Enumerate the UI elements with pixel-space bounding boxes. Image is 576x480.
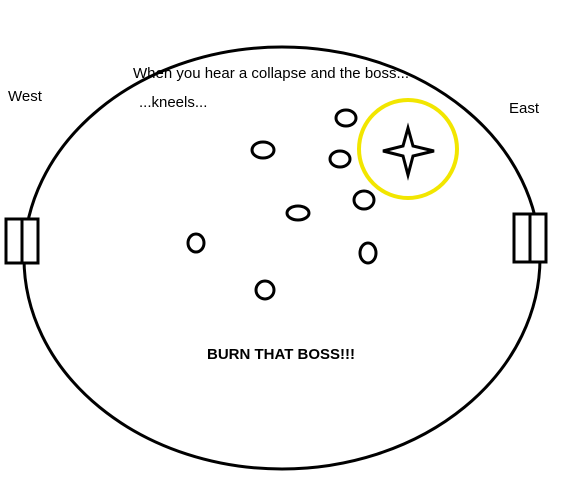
player-oval-icon: [254, 279, 276, 301]
arena-floor: [22, 45, 542, 471]
caption-line-1: When you hear a collapse and the boss...: [133, 65, 409, 82]
player-oval-icon: [250, 140, 276, 160]
four-point-star-icon: [382, 122, 435, 181]
west-door-icon: [4, 217, 40, 265]
caption-line-2: ...kneels...: [139, 94, 207, 111]
player-oval-icon: [352, 189, 376, 211]
player-oval-icon: [186, 232, 206, 254]
player-oval-icon: [285, 204, 311, 222]
player-oval-icon: [328, 149, 352, 169]
boss-highlight-ring: [357, 98, 459, 200]
burn-callout: BURN THAT BOSS!!!: [207, 346, 355, 363]
player-oval-icon: [334, 108, 358, 128]
east-label: East: [509, 100, 540, 117]
east-door-icon: [512, 212, 548, 264]
player-markers: [186, 108, 378, 301]
west-label: West: [8, 88, 43, 105]
player-oval-icon: [358, 241, 378, 265]
